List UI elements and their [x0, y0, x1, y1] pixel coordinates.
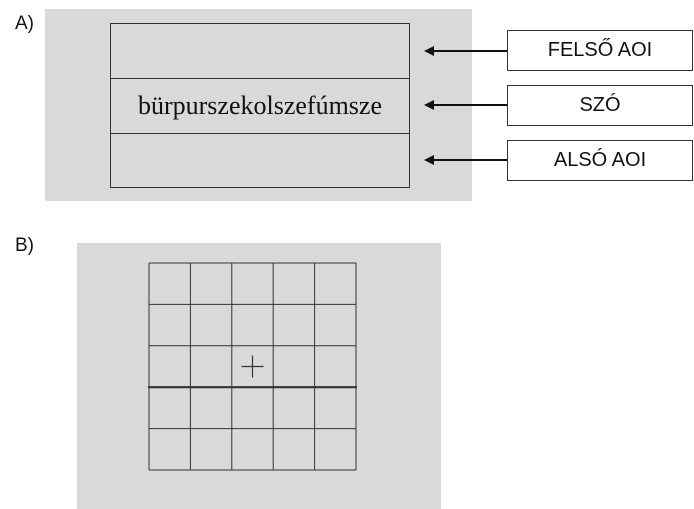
arrow-upper-head: [424, 46, 434, 56]
callout-upper-aoi: FELSŐ AOI: [507, 30, 693, 71]
callout-arrows: [424, 46, 508, 165]
grid-diagram: [148, 262, 357, 471]
stimulus-word: bürpurszekolszefúmsze: [137, 91, 383, 120]
callout-lower-aoi: ALSÓ AOI: [507, 140, 693, 181]
arrow-lower-head: [424, 155, 434, 165]
panel-a-label: A): [15, 13, 34, 34]
arrow-word-head: [424, 100, 434, 110]
callout-word: SZÓ: [507, 85, 693, 126]
panel-b-background: [77, 243, 441, 509]
aoi-stack: bürpurszekolszefúmsze: [110, 23, 410, 188]
lower-aoi-region: [111, 134, 409, 188]
upper-aoi-region: [111, 24, 409, 79]
word-aoi-region: bürpurszekolszefúmsze: [111, 79, 409, 134]
panel-b-label: B): [15, 235, 34, 256]
